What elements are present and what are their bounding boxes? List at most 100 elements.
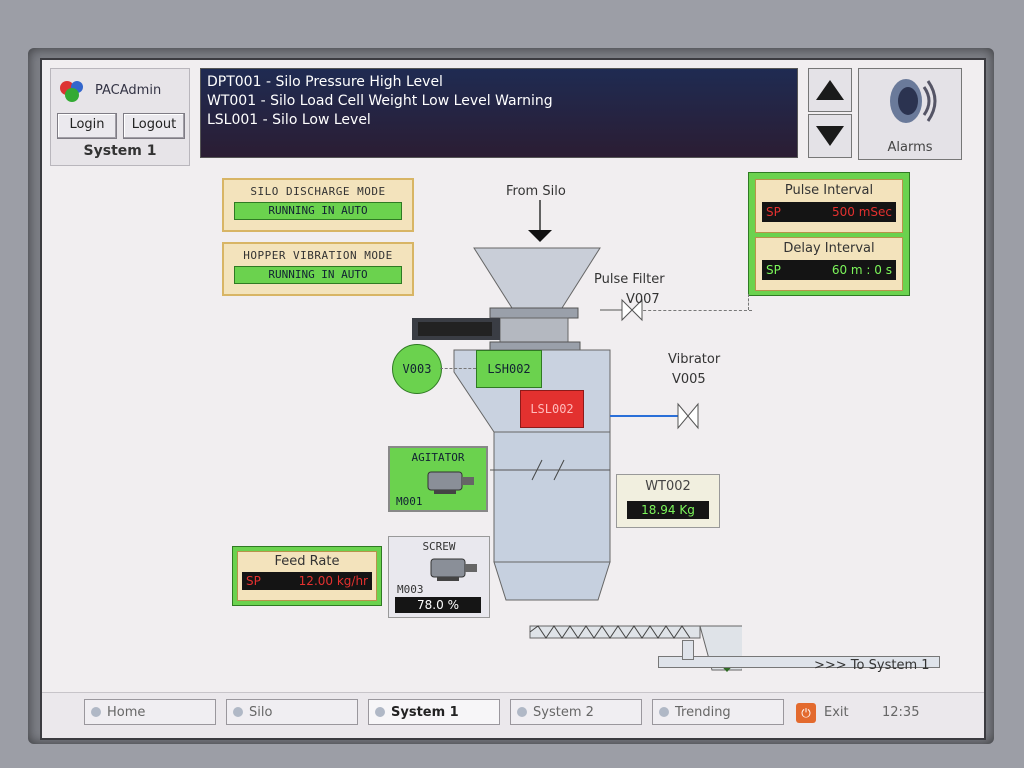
nav-system-1-label: System 1 [391,705,459,720]
trend-icon [659,707,669,717]
feed-rate-inner: Feed Rate SP 12.00 kg/hr [237,551,377,601]
nav-home-label: Home [107,705,146,720]
pulse-interval-readout: SP 500 mSec [762,202,896,222]
power-icon: ⏻ [796,703,816,723]
v003-label: V003 [402,362,432,376]
hopper-funnel [473,247,601,309]
clock: 12:35 [882,705,920,720]
motor-icon [430,558,477,581]
lsh002-switch[interactable]: LSH002 [476,350,542,388]
feed-rate-title: Feed Rate [274,554,340,569]
pulse-interval-box[interactable]: Pulse Interval SP 500 mSec [755,179,903,233]
hopper-flange [489,307,579,319]
pulse-filter-label: Pulse Filter [594,272,665,287]
bottom-navigation: Home Silo System 1 System 2 Trending ⏻ E… [42,692,984,738]
pulse-interval-title: Pulse Interval [784,183,874,198]
scroll-up-button[interactable] [808,68,852,112]
vessel-cone [493,561,611,601]
nav-system-1[interactable]: System 1 [368,699,500,725]
current-system-label: System 1 [83,143,157,159]
scroll-down-button[interactable] [808,114,852,158]
alarm-line[interactable]: DPT001 - Silo Pressure High Level [207,74,443,90]
wt002-label: WT002 [645,479,691,494]
delay-interval-sp: SP [766,263,781,277]
hopper-vibration-mode-value: RUNNING IN AUTO [234,266,402,284]
feed-arrow-icon [528,230,552,242]
actuator-rod [418,322,492,336]
delay-interval-readout: SP 60 m : 0 s [762,260,896,280]
silo-discharge-mode-panel[interactable]: SILO DISCHARGE MODE RUNNING IN AUTO [222,178,414,232]
alarm-line[interactable]: WT001 - Silo Load Cell Weight Low Level … [207,93,553,109]
home-icon [91,707,101,717]
delay-interval-title: Delay Interval [783,241,875,256]
arrow-down-icon [816,126,844,146]
nav-trending-label: Trending [675,705,731,720]
v003-valve[interactable]: V003 [392,344,442,394]
pac-logo-icon [60,81,83,102]
nav-home[interactable]: Home [84,699,216,725]
pulse-interval-sp: SP [766,205,781,219]
login-button[interactable]: Login [57,113,117,139]
hopper-vibration-mode-panel[interactable]: HOPPER VIBRATION MODE RUNNING IN AUTO [222,242,414,296]
feed-rate-sp: SP [246,574,261,588]
pulse-interval-value: 500 mSec [831,205,892,219]
exit-button[interactable]: ⏻ Exit [796,701,849,725]
feed-rate-panel[interactable]: Feed Rate SP 12.00 kg/hr [232,546,382,606]
feed-rate-readout: SP 12.00 kg/hr [242,572,372,590]
nav-trending[interactable]: Trending [652,699,784,725]
nav-silo-label: Silo [249,705,273,720]
pulse-signal-line [628,310,752,311]
rotary-valve [499,317,569,343]
alarms-label: Alarms [887,140,933,155]
silo-discharge-mode-title: SILO DISCHARGE MODE [250,185,386,198]
vibrator-label: Vibrator [668,352,721,367]
interval-panel: Pulse Interval SP 500 mSec Delay Interva… [748,172,910,296]
alarm-list[interactable]: DPT001 - Silo Pressure High Level WT001 … [200,68,798,158]
screw-flight [529,625,691,639]
m001-label: M001 [396,495,423,508]
delay-interval-box[interactable]: Delay Interval SP 60 m : 0 s [755,237,903,291]
admin-panel: PACAdmin Login Logout System 1 [50,68,190,166]
speaker-icon [890,79,937,123]
wt002-panel[interactable]: WT002 18.94 Kg [616,474,720,528]
lower-flange [489,341,581,351]
system-icon [375,707,385,717]
nav-silo[interactable]: Silo [226,699,358,725]
feed-rate-value: 12.00 kg/hr [298,574,368,588]
silo-icon [233,707,243,717]
to-system-label: >>> To System 1 [814,658,930,673]
from-silo-label: From Silo [506,184,566,199]
lsl002-label: LSL002 [530,402,574,416]
m003-label: M003 [397,583,424,596]
nav-system-2[interactable]: System 2 [510,699,642,725]
brand-name: PACAdmin [95,83,162,98]
screw-panel[interactable]: SCREW M003 78.0 % [388,536,490,618]
vibrator-valve-icon [677,402,699,430]
arrow-up-icon [816,80,844,100]
alarm-line[interactable]: LSL001 - Silo Low Level [207,112,371,128]
lsl002-switch[interactable]: LSL002 [520,390,584,428]
hopper-vibration-mode-title: HOPPER VIBRATION MODE [243,249,393,262]
wt002-value: 18.94 Kg [627,501,709,519]
screw-speed-value: 78.0 % [395,597,481,613]
v007-label: V007 [626,292,660,307]
pulse-valve-icon [621,298,643,322]
outlet-pipe [658,656,940,668]
alarms-button[interactable]: Alarms [858,68,962,160]
v005-label: V005 [672,372,706,387]
lower-vessel [493,431,611,563]
lsh002-label: LSH002 [487,362,531,376]
screw-title: SCREW [422,540,456,553]
delay-interval-value: 60 m : 0 s [831,263,892,277]
outlet-drop-pipe [682,640,694,660]
silo-discharge-mode-value: RUNNING IN AUTO [234,202,402,220]
v003-link [440,368,476,369]
pulse-signal-line [748,294,749,310]
logout-button[interactable]: Logout [123,113,185,139]
system-icon [517,707,527,717]
agitator-title: AGITATOR [411,451,465,464]
hmi-screen: PACAdmin Login Logout System 1 DPT001 - … [40,58,986,740]
exit-label: Exit [824,705,849,720]
nav-system-2-label: System 2 [533,705,594,720]
agitator-panel[interactable]: AGITATOR M001 [388,446,488,512]
